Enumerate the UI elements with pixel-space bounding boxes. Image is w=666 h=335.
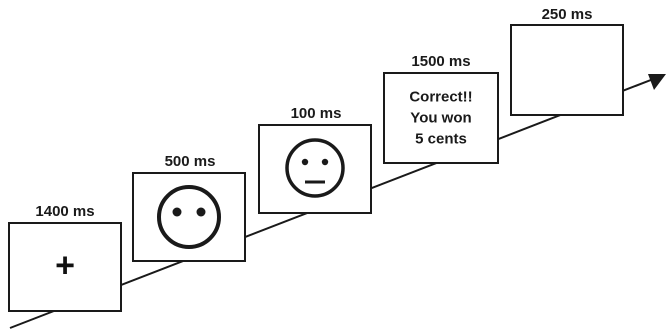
duration-label-3: 100 ms (290, 105, 342, 122)
duration-label-1: 1400 ms (35, 203, 95, 220)
arrowhead-icon (648, 74, 666, 90)
fixation-cross-icon: + (55, 246, 75, 285)
frame-target-face (258, 124, 372, 214)
duration-label-2: 500 ms (164, 153, 216, 170)
frame-blank (510, 24, 624, 116)
frame-cue-face (132, 172, 246, 262)
face-neutral-icon (285, 138, 345, 198)
frame-fixation: + (8, 222, 122, 312)
duration-label-5: 250 ms (541, 6, 593, 23)
duration-label-4: 1500 ms (411, 53, 471, 70)
feedback-line-3: 5 cents (415, 130, 467, 148)
feedback-line-2: You won (410, 109, 472, 127)
face-eyes-icon (157, 185, 221, 249)
feedback-text: Correct!! You won 5 cents (385, 87, 497, 150)
frame-feedback: Correct!! You won 5 cents (383, 72, 499, 164)
feedback-line-1: Correct!! (409, 88, 473, 106)
